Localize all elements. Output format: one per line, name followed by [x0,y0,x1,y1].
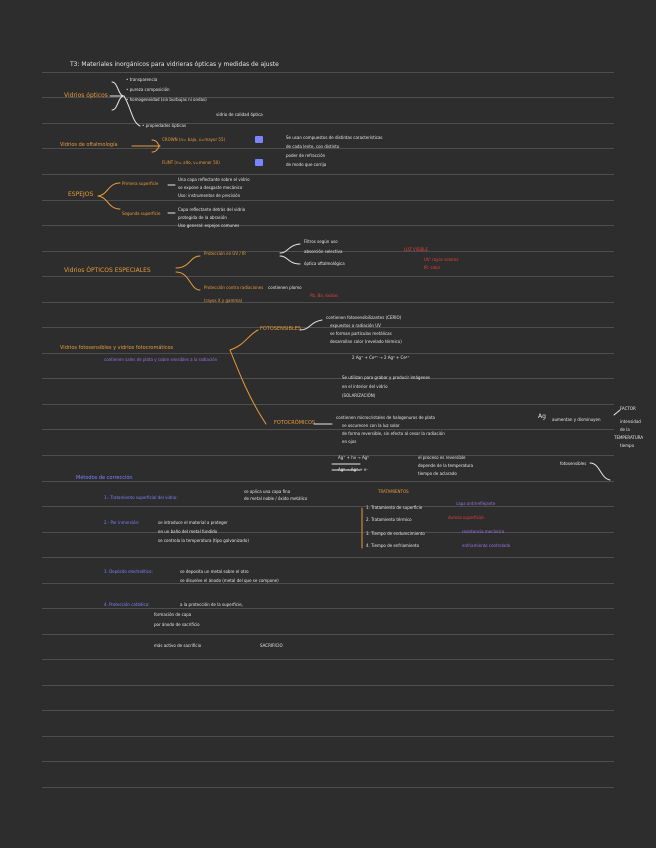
list-item: • pureza composición [126,87,170,92]
section-heading: ESPEJOS [68,191,94,198]
mirror-type-a: Primera superficie [122,181,159,186]
list-item: • transparencia [126,77,158,82]
method-2: 2.- Por inmersión: [104,520,140,525]
red-note: IR: calor [424,265,441,270]
side-list: FACTOR [620,406,636,411]
note-line: de cada lente, con distinto [286,144,340,149]
method-line: se introduce el material a proteger [158,520,228,525]
list-item: contienen plomo [268,285,302,290]
red-note: UV: rayos solares [424,257,459,262]
list-item: óptica oftalmológica [304,261,345,266]
page-title: T3: Materiales inorgánicos para vidriera… [70,61,279,68]
list-item: expuestos a radiación UV [330,323,381,328]
side-list: TEMPERATURA [614,435,644,440]
list-item: contienen microcristales de halogenuros … [336,415,435,420]
note-line: Uso: instrumentos de precisión [178,193,241,198]
list-item: se oscurecen con la luz solar [342,423,400,428]
crown-label: CROWN (n= bajo, ν=mayor 55) [162,137,226,142]
method-line: formación de capa [154,612,192,617]
method-line: más activo de sacrificio [154,643,202,648]
method-line: a la protección de la superficie, [180,602,243,607]
note: vidrio de calidad óptica [216,112,263,117]
list-item: • homogeneidad (sin burbujas ni ondas) [126,97,207,102]
section-heading: Vidrios de oftalmología [60,142,118,148]
treatment-note: resistencia mecánica [462,529,505,534]
treatment-item: 2. Tratamiento térmico [366,517,412,522]
note-line: de modo que corrija [286,162,327,167]
note-line: Una capa reflectante sobre el vidrio [178,177,250,182]
subheading-note: contienen sales de plata y cobre sensibl… [104,357,218,362]
fotosensibles-label: FOTOSENSIBLES [260,326,302,332]
list-item: se forman partículas metálicas [330,331,392,336]
list-item: desarrollan color (revelado térmico) [330,339,402,344]
list-item: Filtros según uso [304,239,338,244]
treatment-note: dureza superficial [448,515,484,520]
equation: Ag⁰ → Ag⁺ + e⁻ [338,467,369,472]
treatments-heading: TRATAMIENTOS [378,489,409,494]
equation: Ag⁺ + hν → Ag⁰ [338,455,369,460]
flint-label: FLINT (n= alto, ν=menor 50) [162,160,220,165]
side-note: fotosensibles [560,461,587,466]
note-line: Se utilizan para grabar y producir imáge… [342,375,430,380]
note-line: (SOLARIZACIÓN) [342,393,376,398]
method-line: en un baño del metal fundido [158,529,218,534]
section-heading: Vidrios ópticos [64,92,108,99]
list-item: contienen fotosensibilizantes (CERIO) [326,315,402,320]
section-heading: Vidrios fotosensibles y vidrios fotocrom… [60,345,174,351]
red-note: LUZ VISIBLE [404,247,429,252]
method-line: se deposita un metal sobre el otro [180,569,249,574]
list-item: • propiedades ópticas [142,123,187,128]
side-list: tiempo [620,443,635,448]
note-line: Uso general: espejos comunes [178,223,240,228]
method-line: por ánodo de sacrificio [154,622,200,627]
note-line: el proceso es reversible [418,455,466,460]
list-item: de forma reversible, sin efecto al cesar… [342,431,445,436]
section-heading: Vidrios ÓPTICOS ESPECIALES [64,267,151,274]
note-line: de metal noble / óxido metálico [244,496,308,501]
fotocromaticos-label: FOTOCRÓMICOS [274,420,316,426]
treatment-note: capa antirreflejante [456,501,496,506]
list-item: en ojos [342,439,357,444]
underlined-term: SACRIFICIO [260,643,283,648]
side-note: aumentan y disminuyen [552,417,601,422]
section-heading: Métodos de corrección [76,475,133,481]
note-line: Se usan compuestos de distintas caracter… [286,135,383,140]
list-item: (rayos X y gamma) [204,298,243,303]
treatment-note: enfriamiento controlado [462,543,511,548]
method-line: se controla la temperatura (tipo galvani… [158,538,249,543]
side-list: intensidad [620,419,641,424]
method-4: 4. Protección catódica: [104,602,150,607]
note-line: tiempo de aclarado [418,471,457,476]
method-1: 1.- Tratamiento superficial del vidrio: [104,495,178,500]
mirror-type-b: Segunda superficie [122,211,161,216]
note-line: en el interior del vidrio [342,384,388,389]
list-item: absorción selectiva [304,249,343,254]
note-line: se expone a desgaste mecánico [178,185,243,190]
red-note: Pb, Ba, óxidos [310,293,339,298]
branch-label: Protección en UV / IR [204,251,246,256]
method-line: se disuelve el ánodo (metal del que se c… [180,578,279,583]
note-line: depende de la temperatura [418,463,474,468]
treatment-item: 3. Tiempo de endurecimiento [366,531,425,536]
note-line: Capa reflectante detrás del vidrio [178,207,246,212]
method-3: 3. Depósito electrolítico: [104,569,153,574]
note-line: poder de refracción [286,153,326,158]
treatment-item: 1. Tratamiento de superficie [366,505,423,510]
note-line: protegida de la abrasión [178,215,227,220]
equation: 2 Ag⁺ + Ce³⁺ → 2 Ag⁰ + Ce⁴⁺ [352,355,410,360]
note-line: se aplica una capa fina [244,489,291,494]
side-list: de la [620,427,630,432]
treatment-item: 4. Tiempo de enfriamiento [366,543,420,548]
side-symbol: Ag [538,413,546,420]
branch-label: Protección contra radiaciones [204,285,264,290]
